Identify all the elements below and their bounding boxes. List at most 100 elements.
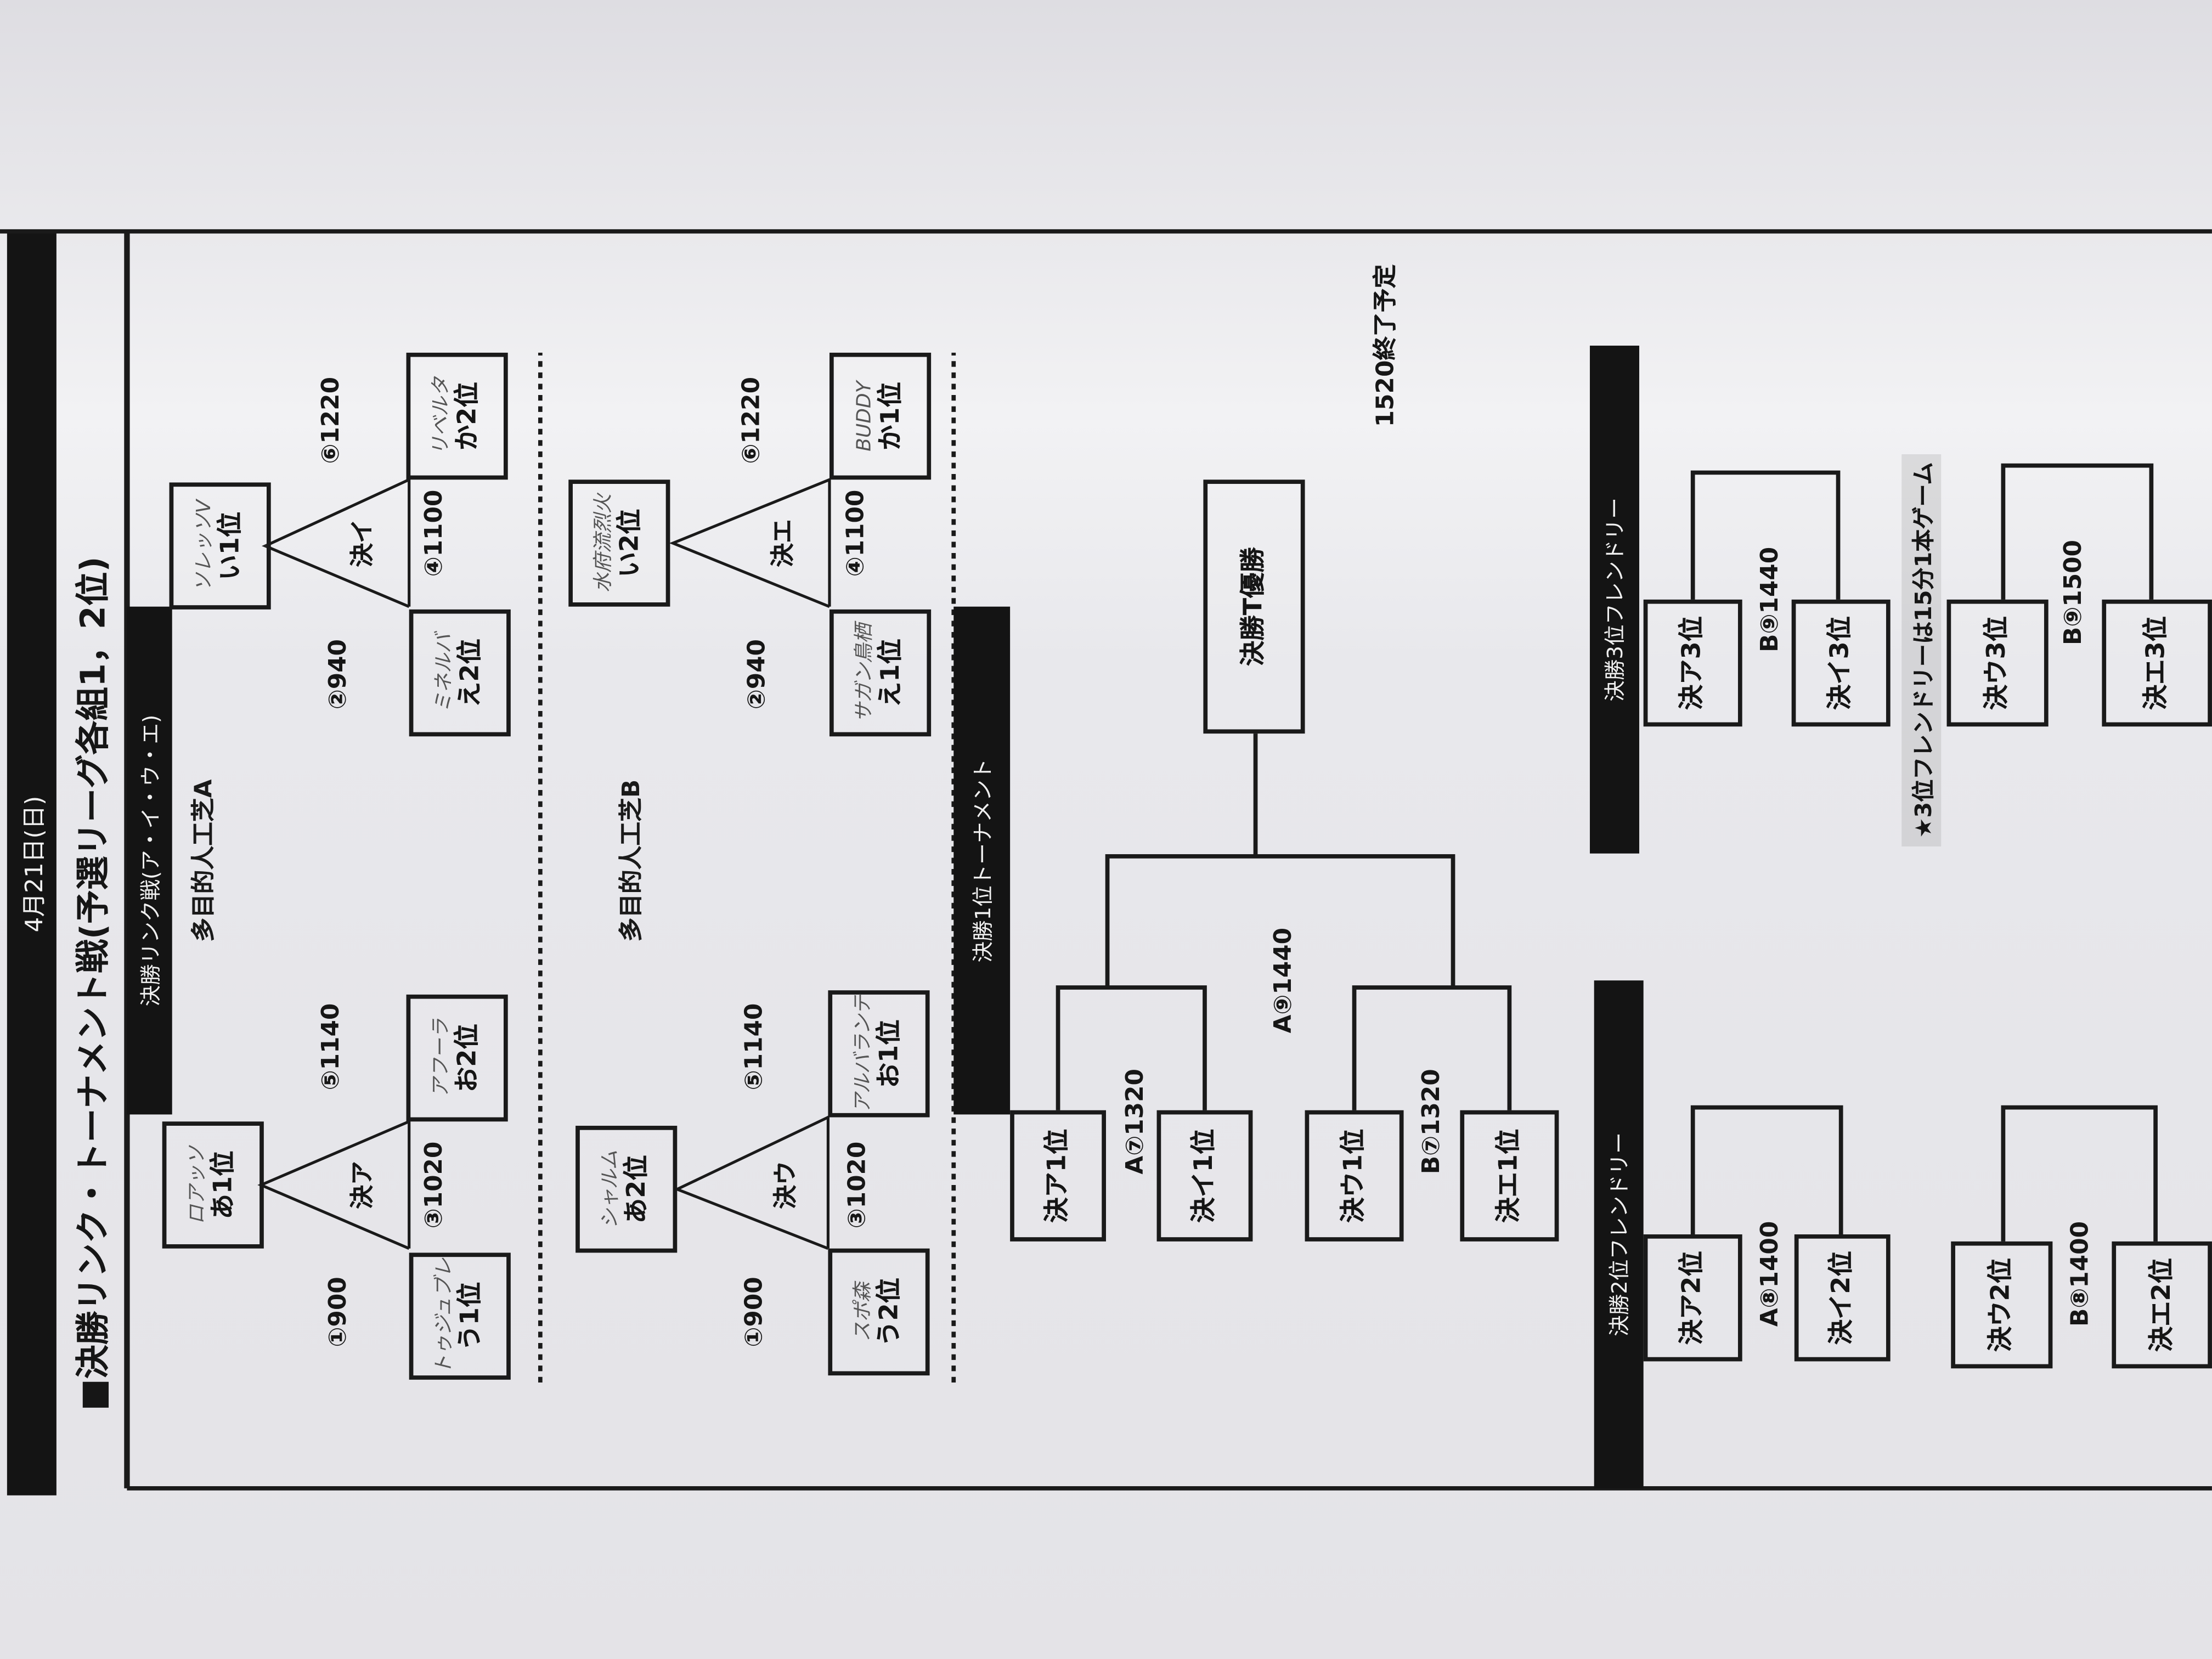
group-label: 決ア [349, 1161, 377, 1209]
entry-label: 決エ2位 [2146, 1258, 2176, 1352]
entry-label: 決イ2位 [1827, 1251, 1857, 1345]
match-label: B⑨1500 [2059, 540, 2088, 646]
team-box: アルバランテお1位 [828, 990, 930, 1118]
tab-label: 決勝1位トーナメント [969, 758, 996, 963]
match-triangle [262, 477, 411, 608]
entry-label: 決エ1位 [1494, 1128, 1524, 1223]
friendly-entry: 決ア2位 [1643, 1234, 1742, 1362]
tab-label: 決勝3位フレンドリー [1602, 498, 1628, 702]
team-rank: え2位 [455, 639, 486, 707]
bracket-entry: 決ウ1位 [1305, 1110, 1404, 1242]
match-label: A⑦1320 [1121, 1069, 1150, 1175]
champion-box: 決勝T優勝 [1203, 479, 1305, 734]
team-rank: あ1位 [208, 1150, 239, 1220]
tab-label: 決勝2位フレンドリー [1606, 1132, 1633, 1336]
match-time: ③1020 [420, 1141, 449, 1229]
match-time: ②940 [324, 639, 353, 710]
entry-label: 決ウ1位 [1339, 1128, 1369, 1223]
match-triangle [673, 1115, 830, 1250]
entry-label: 決ウ3位 [1982, 616, 2012, 710]
team-rank: う1位 [455, 1282, 486, 1351]
match-triangle [257, 1119, 411, 1250]
bracket-line [1690, 1105, 1843, 1235]
team-name: ロアッソ [185, 1146, 208, 1225]
team-rank: う2位 [874, 1278, 904, 1346]
entry-label: 決イ3位 [1825, 616, 1855, 710]
entry-label: 決ア3位 [1677, 616, 1707, 710]
third-friendly-tab: 決勝3位フレンドリー [1589, 346, 1639, 854]
friendly-entry: 決エ3位 [2102, 599, 2212, 727]
team-box: リベルタか2位 [406, 352, 508, 480]
friendly-rule-note: ★3位フレンドリーは15分1本ゲーム [1901, 453, 1942, 847]
team-box: シャルムあ2位 [575, 1126, 678, 1253]
team-name: サガン鳥栖 [853, 623, 876, 723]
match-label: B⑧1400 [2067, 1221, 2095, 1327]
match-triangle [669, 477, 831, 608]
team-name: シャルム [599, 1150, 622, 1229]
team-box: 水府流烈火い2位 [568, 479, 670, 607]
bracket-entry: 決ア1位 [1010, 1110, 1106, 1242]
team-rank: い2位 [614, 509, 645, 578]
bracket-line [1105, 854, 1455, 988]
bracket-line [2001, 463, 2154, 600]
venue-b: 多目的人工芝B [618, 779, 646, 942]
entry-label: 決ア2位 [1677, 1251, 1707, 1345]
first-tournament-tab: 決勝1位トーナメント [953, 606, 1011, 1115]
match-label: A⑧1400 [1756, 1221, 1785, 1327]
entry-label: 決ウ2位 [1987, 1258, 2017, 1352]
champion-label: 決勝T優勝 [1239, 547, 1269, 667]
team-rank: お1位 [874, 1019, 904, 1088]
bracket-entry: 決イ1位 [1156, 1110, 1253, 1242]
team-name: トゥジュブレ [432, 1257, 455, 1375]
team-name: 水府流烈火 [591, 494, 614, 593]
entry-label: 決ア1位 [1042, 1128, 1073, 1223]
match-time: ③1020 [843, 1141, 872, 1229]
match-time: ①900 [740, 1277, 769, 1347]
match-time: ②940 [743, 639, 772, 710]
friendly-entry: 決エ2位 [2112, 1241, 2212, 1369]
match-time: ⑤1140 [317, 1003, 346, 1091]
entry-label: 決イ1位 [1189, 1128, 1220, 1223]
team-rank: い1位 [216, 511, 246, 580]
bracket-line [1690, 470, 1841, 600]
friendly-entry: 決ア3位 [1643, 599, 1742, 727]
match-label: B⑦1320 [1418, 1069, 1446, 1175]
bracket-line [1352, 985, 1512, 1110]
entry-label: 決エ3位 [2141, 616, 2171, 710]
group-label: 決ウ [772, 1161, 801, 1209]
team-name: ソレッソV [192, 499, 216, 592]
link-league-tab: 決勝リンク戦(ア・イ・ウ・エ) [127, 606, 172, 1115]
group-label: 決イ [349, 519, 377, 567]
team-name: BUDDY [853, 381, 876, 452]
match-time: ④1100 [842, 489, 871, 577]
final-label: A⑨1440 [1269, 927, 1298, 1034]
team-box: サガン鳥栖え1位 [829, 609, 932, 737]
team-box: スポ森う2位 [828, 1248, 930, 1376]
team-name: スポ森 [851, 1282, 874, 1342]
bracket-entry: 決エ1位 [1460, 1110, 1559, 1242]
match-time: ⑥1220 [737, 376, 766, 464]
team-name: アフーラ [429, 1018, 453, 1098]
bracket-line [1056, 985, 1207, 1110]
match-time: ⑥1220 [317, 376, 346, 464]
team-box: ロアッソあ1位 [162, 1121, 264, 1249]
second-friendly-tab: 決勝2位フレンドリー [1594, 980, 1644, 1488]
match-label: B⑨1440 [1756, 546, 1785, 652]
team-rank: お2位 [453, 1024, 483, 1092]
team-box: トゥジュブレう1位 [409, 1252, 511, 1380]
match-time: ④1100 [420, 489, 449, 577]
end-time-note: 1520終了予定 [1372, 264, 1401, 427]
match-time: ⑤1140 [740, 1003, 769, 1091]
team-rank: え1位 [876, 639, 906, 707]
friendly-entry: 決イ2位 [1794, 1234, 1891, 1362]
venue-a: 多目的人工芝A [190, 779, 219, 942]
team-rank: か1位 [876, 382, 906, 450]
friendly-entry: 決ウ2位 [1951, 1241, 2053, 1369]
team-name: アルバランテ [851, 995, 874, 1113]
team-name: リベルタ [429, 376, 453, 456]
tab-label: 決勝リンク戦(ア・イ・ウ・エ) [137, 714, 163, 1007]
